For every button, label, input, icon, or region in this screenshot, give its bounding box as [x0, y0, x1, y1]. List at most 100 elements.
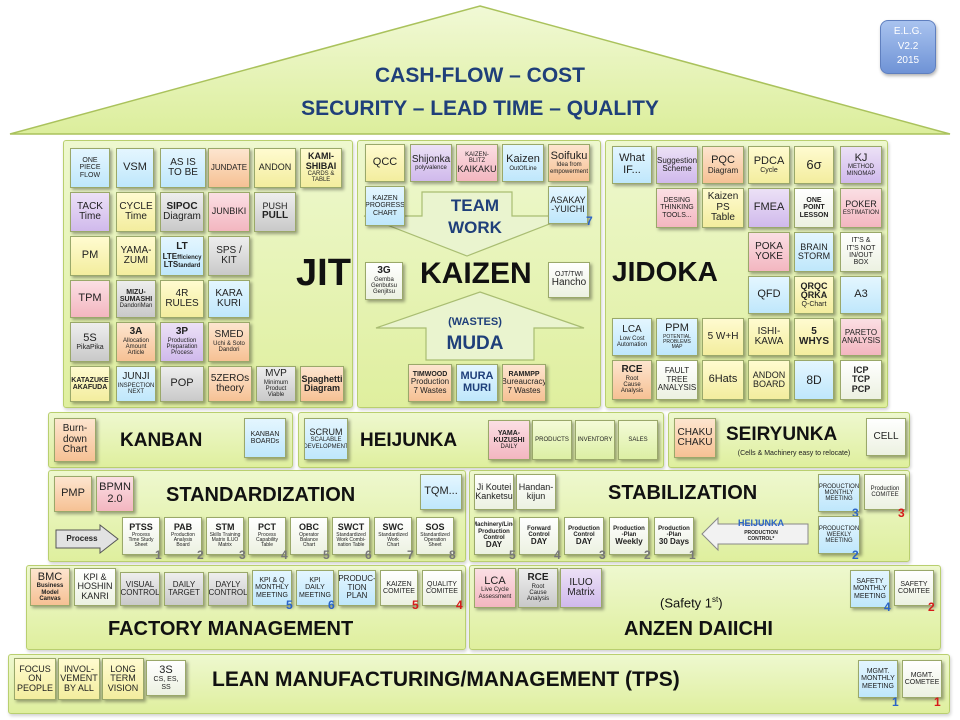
pop-card[interactable]: POP [160, 366, 204, 402]
design-thinking-card[interactable]: DESING THINKING TOOLS... [656, 188, 698, 228]
production-plan-card[interactable]: PRODUC- TION PLAN [338, 570, 376, 606]
production-monthly-meeting-card[interactable]: PRODUCTION MONTHLY MEETING [818, 474, 860, 512]
one-piece-flow-card[interactable]: ONE PIECE FLOW [70, 148, 110, 188]
burndown-chart-card[interactable]: Burn- down Chart [54, 418, 96, 462]
kaizen-ps-table-card[interactable]: Kaizen PS Table [702, 188, 744, 228]
six-sigma-card[interactable]: 6σ [794, 146, 834, 184]
inventory-card[interactable]: INVENTORY [575, 420, 615, 460]
cell-card[interactable]: CELL [866, 418, 906, 456]
jundate-card[interactable]: JUNDATE [208, 148, 250, 188]
as-is-to-be-card[interactable]: AS IS TO BE [160, 148, 206, 188]
tack-time-card[interactable]: TACK Time [70, 192, 110, 232]
katazuke-card[interactable]: KATAZUKE AKAFUDA [70, 366, 110, 402]
vsm-card[interactable]: VSM [116, 148, 154, 188]
one-point-lesson-card[interactable]: ONE POINT LESSON [794, 188, 834, 228]
kaizen-progress-chart-card[interactable]: KAIZEN PROGRESS CHART [365, 186, 405, 226]
brain-storm-card[interactable]: BRAIN STORM [794, 232, 834, 272]
asakay-yuichi-card[interactable]: ASAKAY -YUICHI [548, 186, 588, 224]
cycle-time-card[interactable]: CYCLE Time [116, 192, 156, 232]
dayly-control-card[interactable]: DAYLY CONTROL [208, 572, 248, 606]
sales-card[interactable]: SALES [618, 420, 658, 460]
eight-d-card[interactable]: 8D [794, 360, 834, 400]
kpi-hoshin-kanri-card[interactable]: KPI & HOSHIN KANRI [74, 568, 116, 606]
chaku-chaku-card[interactable]: CHAKU CHAKU [674, 418, 716, 458]
kpi-daily-meeting-card[interactable]: KPI DAILY MEETING [296, 570, 334, 606]
production-comitee-card[interactable]: Production COMITEE [864, 474, 906, 510]
pmp-card[interactable]: PMP [54, 476, 92, 512]
andon-card[interactable]: ANDON [254, 148, 296, 188]
a3-card[interactable]: A3 [840, 276, 882, 314]
kpi-q-monthly-meeting-card[interactable]: KPI & Q MONTHLY MEETING [252, 570, 292, 606]
kara-kuri-card[interactable]: KARA KURI [208, 280, 250, 318]
qfd-card[interactable]: QFD [748, 276, 790, 314]
its-not-card[interactable]: IT'S & IT'S NOT IN/OUT BOX [840, 232, 882, 272]
spaghetti-diagram-card[interactable]: Spaghetti Diagram [300, 366, 344, 402]
qcc-card[interactable]: QCC [365, 144, 405, 182]
sps-kit-card[interactable]: SPS / KIT [208, 236, 250, 276]
mura-muri-card[interactable]: MURA MURI [456, 364, 498, 402]
handan-kijun-card[interactable]: Handan- kijun [516, 474, 556, 510]
bpmn-card[interactable]: BPMN 2.0 [96, 476, 134, 512]
long-term-vision-card[interactable]: LONG TERM VISION [102, 658, 144, 700]
quality-comitee-card[interactable]: QUALITY COMITEE [422, 570, 462, 606]
involvement-card[interactable]: INVOL- VEMENT BY ALL [58, 658, 100, 700]
fmea-card[interactable]: FMEA [748, 188, 790, 228]
tpm-card[interactable]: TPM [70, 280, 110, 318]
icp-tcp-pcp-card[interactable]: ICP TCP PCP [840, 360, 882, 400]
pm-card[interactable]: PM [70, 236, 110, 276]
visual-control-card[interactable]: VISUAL CONTROL [120, 572, 160, 606]
ishikawa-card[interactable]: ISHI- KAWA [748, 318, 790, 356]
kanban-boards-card[interactable]: KANBAN BOARDs [244, 418, 286, 458]
junbiki-card[interactable]: JUNBIKI [208, 192, 250, 232]
products-card[interactable]: PRODUCTS [532, 420, 572, 460]
safety-comitee-card[interactable]: SAFETY COMITEE [894, 570, 934, 606]
focus-on-people-card[interactable]: FOCUS ON PEOPLE [14, 658, 56, 700]
iluo-matrix-card[interactable]: ILUO Matrix [560, 568, 602, 608]
daily-target-card[interactable]: DAILY TARGET [164, 572, 204, 606]
what-if-card[interactable]: What IF... [612, 146, 652, 184]
five-zeros-card[interactable]: 5ZEROs theory [208, 366, 252, 402]
six-hats-card[interactable]: 6Hats [702, 360, 744, 400]
safety-monthly-meeting-card[interactable]: SAFETY MONTHLY MEETING [850, 570, 890, 608]
ji-koutei-card[interactable]: Ji Koutei Kanketsu [474, 474, 514, 510]
mgmt-monthly-meeting-card[interactable]: MGMT. MONTHLY MEETING [858, 660, 898, 698]
tqm-card[interactable]: TQM... [420, 474, 462, 510]
mgmt-comitee-card[interactable]: MGMT. COMETEE [902, 660, 942, 698]
